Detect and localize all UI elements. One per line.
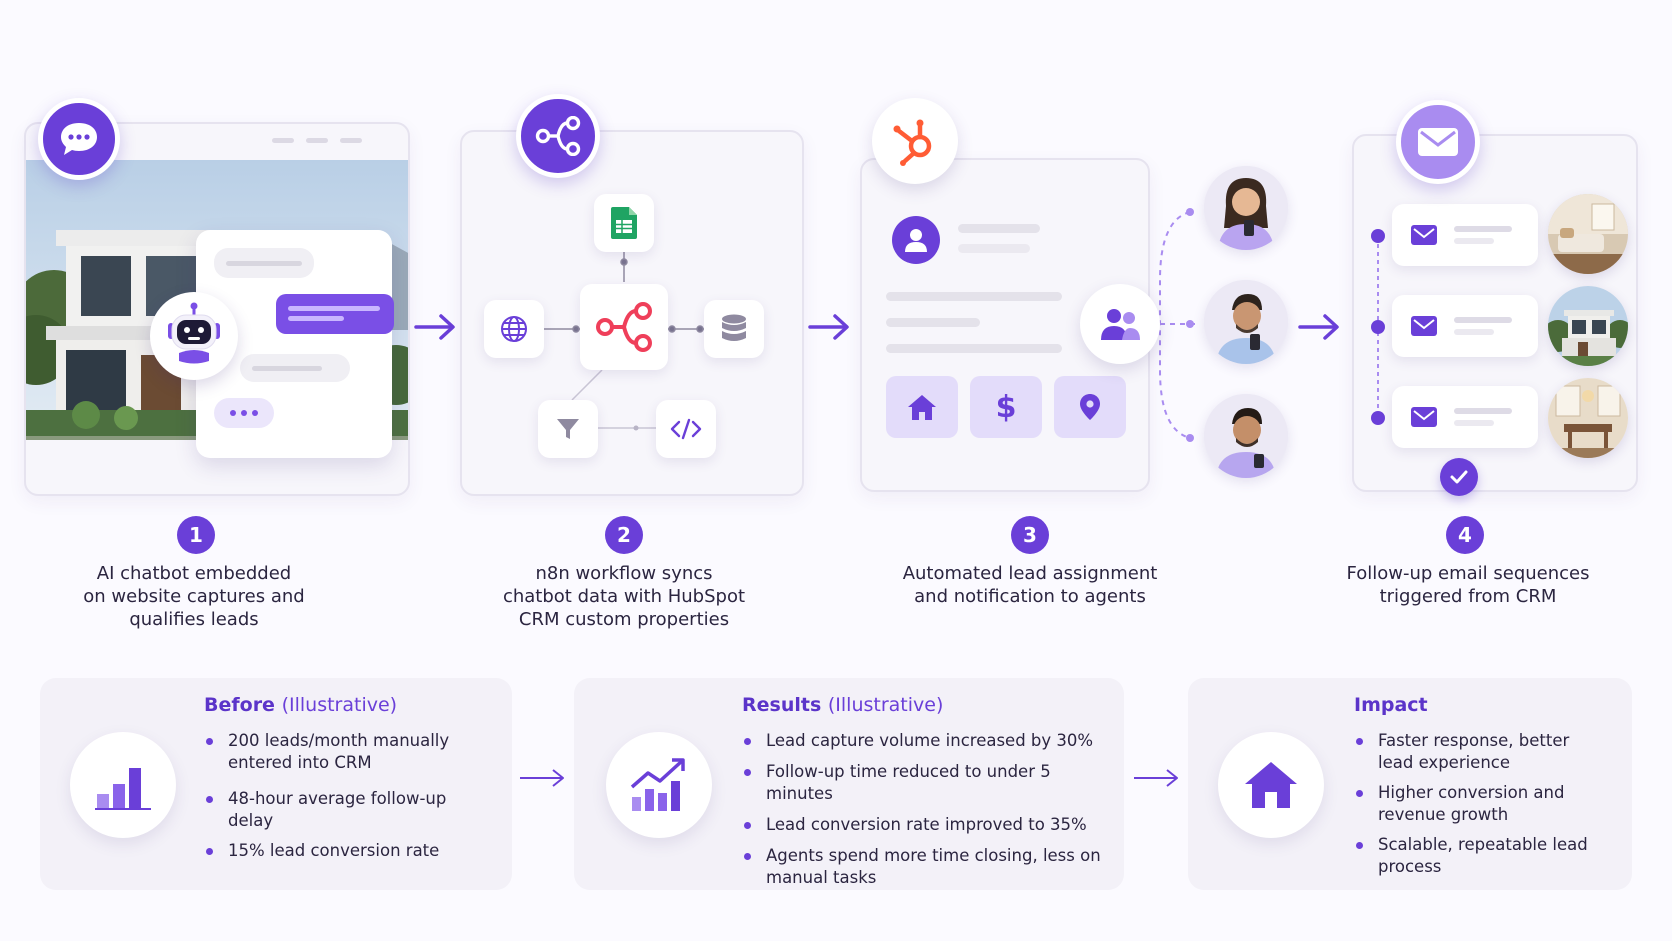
arrow-step2-to-step3 xyxy=(808,314,849,340)
results-title: Results (Illustrative) xyxy=(742,694,944,716)
bar-chart-icon xyxy=(70,732,176,838)
mail-icon xyxy=(1411,407,1437,427)
mail-icon xyxy=(1411,316,1437,336)
agents-group-icon xyxy=(1080,284,1160,364)
list-item: 200 leads/month manually entered into CR… xyxy=(204,730,464,774)
email-row xyxy=(1392,386,1538,448)
step1-card xyxy=(24,122,410,496)
globe-icon xyxy=(484,300,544,358)
step3-caption: Automated lead assignment and notificati… xyxy=(902,563,1158,607)
property-photo-exterior xyxy=(1548,286,1628,366)
step2-caption: n8n workflow syncs chatbot data with Hub… xyxy=(502,563,746,630)
email-row xyxy=(1392,295,1538,357)
property-photo-interior xyxy=(1548,194,1628,274)
impact-list: Faster response, better lead experience … xyxy=(1354,730,1594,878)
results-list: Lead capture volume increased by 30% Fol… xyxy=(742,730,1112,889)
agent-avatar xyxy=(1204,394,1288,478)
hubspot-logo-icon xyxy=(872,98,958,184)
step2-card xyxy=(460,130,804,496)
trend-chart-icon xyxy=(606,732,712,838)
robot-icon xyxy=(150,292,238,380)
database-icon xyxy=(704,300,764,358)
before-title: Before (Illustrative) xyxy=(204,694,398,716)
chat-message-received-2 xyxy=(240,354,350,382)
arrow-before-to-results xyxy=(520,769,564,787)
agent-avatar xyxy=(1204,280,1288,364)
google-sheets-icon xyxy=(594,194,654,252)
location-pin-icon xyxy=(1080,394,1100,420)
filter-icon xyxy=(538,400,598,458)
list-item: Lead capture volume increased by 30% xyxy=(742,730,1112,752)
list-item: 15% lead conversion rate xyxy=(204,840,464,862)
property-photo-dining xyxy=(1548,378,1628,458)
list-item: Agents spend more time closing, less on … xyxy=(742,845,1112,889)
check-circle-icon xyxy=(1440,458,1478,496)
placeholder-line xyxy=(886,344,1062,353)
workflow-connectors xyxy=(544,242,704,431)
impact-card: Impact Faster response, better lead expe… xyxy=(1188,678,1632,890)
results-card: Results (Illustrative) Lead capture volu… xyxy=(574,678,1124,890)
home-tile xyxy=(886,376,958,438)
before-list: 200 leads/month manually entered into CR… xyxy=(204,730,464,862)
step1-number: 1 xyxy=(177,516,215,554)
home-icon xyxy=(908,395,936,420)
placeholder-line xyxy=(958,244,1030,253)
step2-number: 2 xyxy=(605,516,643,554)
code-icon xyxy=(656,400,716,458)
placeholder-line xyxy=(886,318,980,327)
sequence-timeline xyxy=(1371,229,1385,426)
list-item: Faster response, better lead experience xyxy=(1354,730,1594,774)
dollar-icon: $ xyxy=(995,389,1017,425)
step1-caption: AI chatbot embedded on website captures … xyxy=(83,563,305,630)
browser-dots xyxy=(272,138,362,143)
step4-caption: Follow-up email sequences triggered from… xyxy=(1346,563,1590,607)
home-icon xyxy=(1218,732,1324,838)
arrow-results-to-impact xyxy=(1134,769,1178,787)
step4-number: 4 xyxy=(1446,516,1484,554)
agent-avatar xyxy=(1204,166,1288,250)
workflow-hub-icon xyxy=(580,284,668,370)
email-row xyxy=(1392,204,1538,266)
agent-connectors xyxy=(1159,208,1200,442)
mail-icon xyxy=(1396,100,1480,184)
mail-icon xyxy=(1411,225,1437,245)
chat-message-sent xyxy=(276,294,394,334)
placeholder-line xyxy=(886,292,1062,301)
chat-bubble-icon xyxy=(38,98,120,180)
list-item: Higher conversion and revenue growth xyxy=(1354,782,1594,826)
chat-message-received xyxy=(214,248,314,278)
before-card: Before (Illustrative) 200 leads/month ma… xyxy=(40,678,512,890)
list-item: Scalable, repeatable lead process xyxy=(1354,834,1594,878)
list-item: Follow-up time reduced to under 5 minute… xyxy=(742,761,1112,805)
contact-avatar-icon xyxy=(892,216,940,264)
arrow-step3-to-step4 xyxy=(1298,314,1339,340)
placeholder-line xyxy=(958,224,1040,233)
list-item: 48-hour average follow-up delay xyxy=(204,788,464,832)
step3-number: 3 xyxy=(1011,516,1049,554)
dollar-tile: $ xyxy=(970,376,1042,438)
location-tile xyxy=(1054,376,1126,438)
arrow-step1-to-step2 xyxy=(414,314,455,340)
share-nodes-icon xyxy=(516,94,600,178)
impact-title: Impact xyxy=(1354,694,1428,716)
list-item: Lead conversion rate improved to 35% xyxy=(742,814,1112,836)
typing-indicator xyxy=(214,398,274,428)
